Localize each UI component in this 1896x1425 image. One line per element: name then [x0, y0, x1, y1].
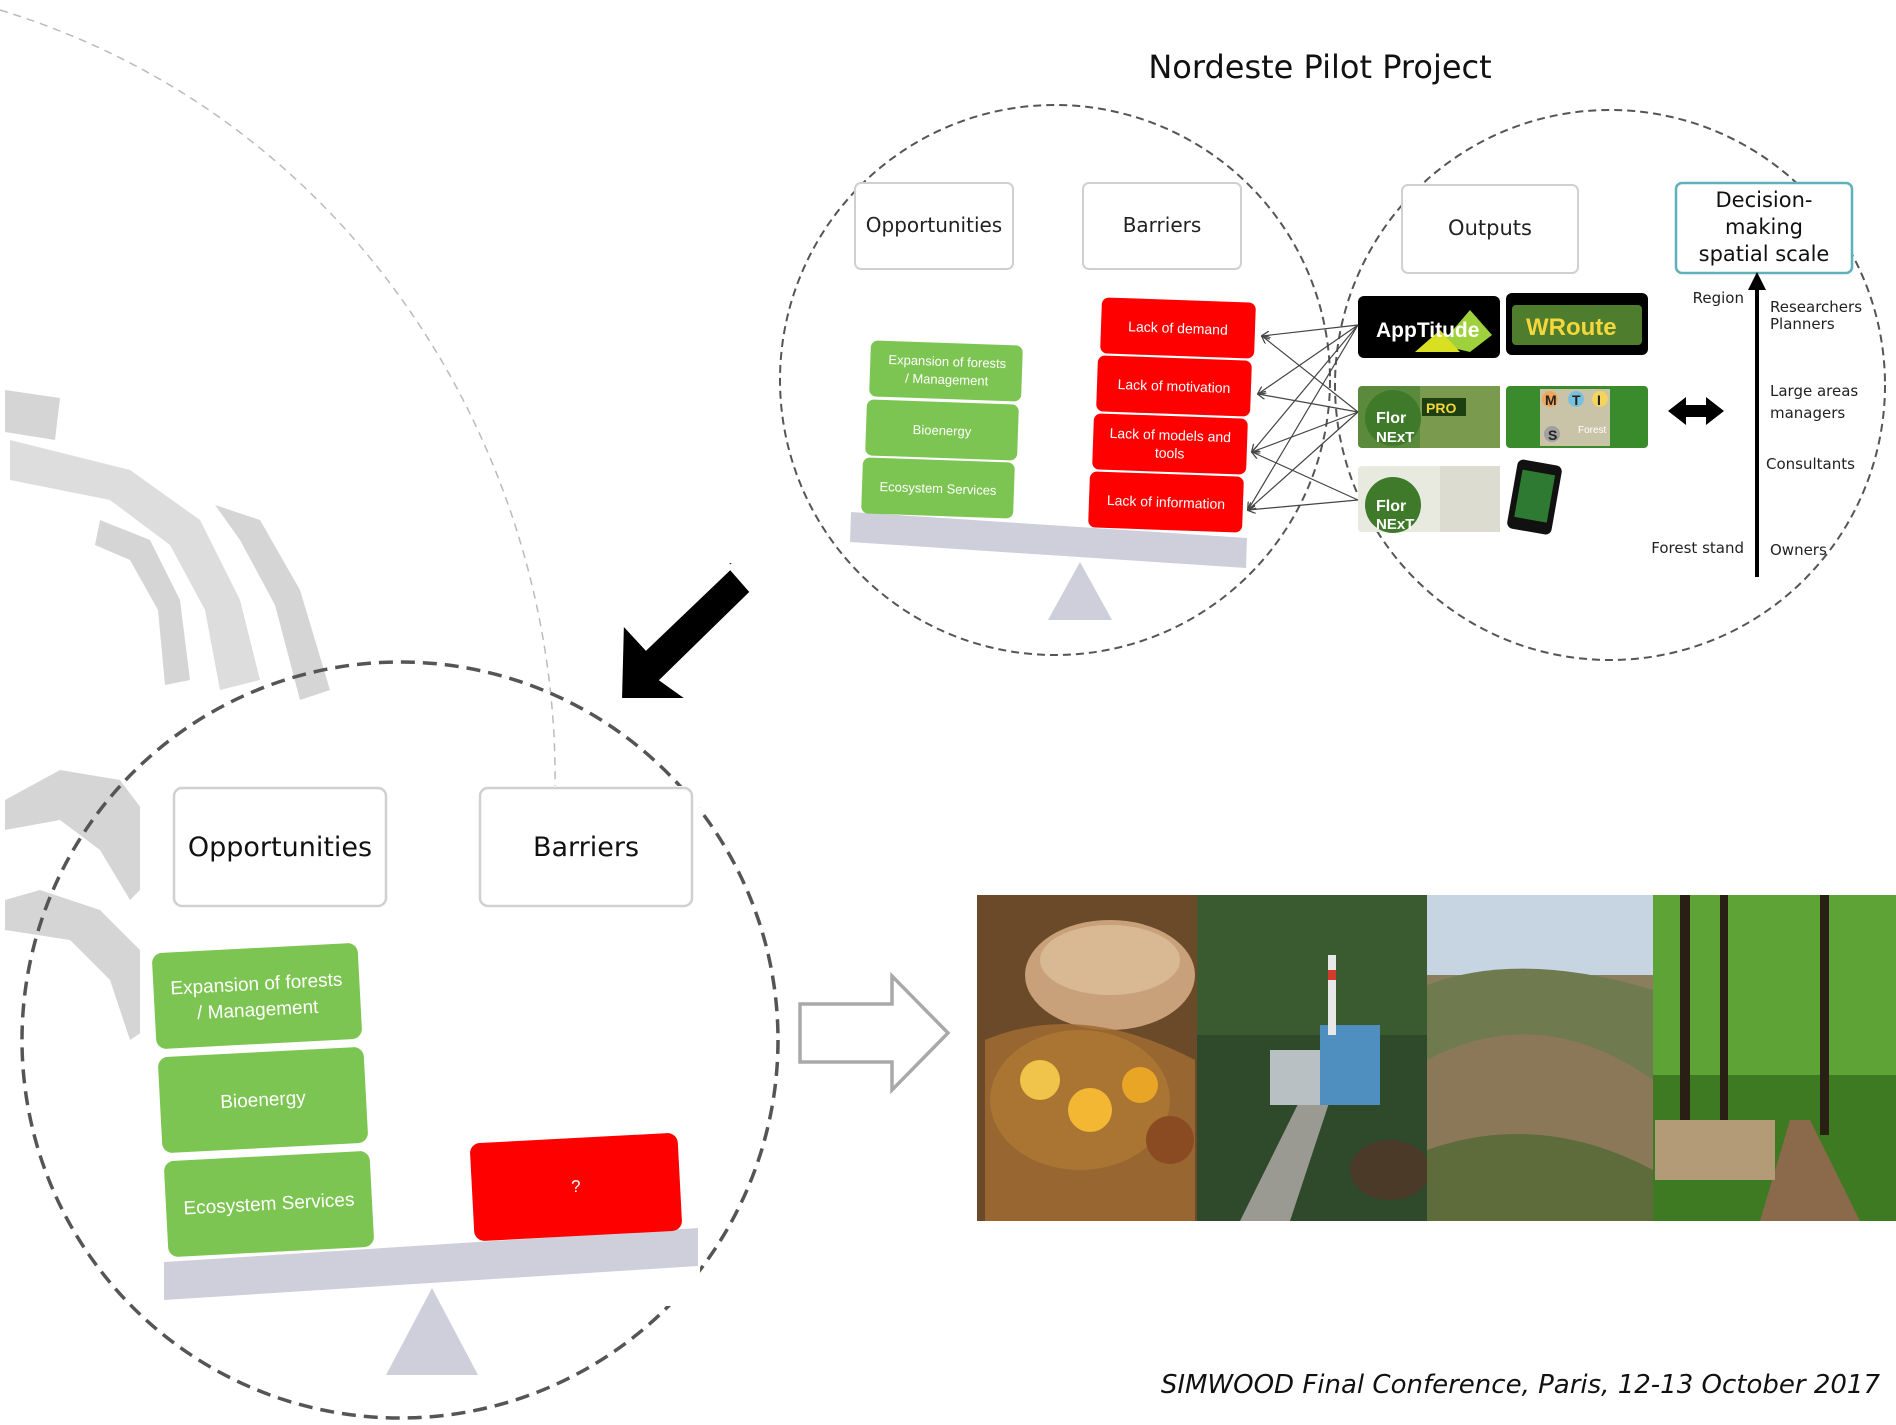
svg-text:Flor: Flor: [1376, 498, 1406, 515]
top-green-block-2: [865, 399, 1019, 461]
svg-text:Forest: Forest: [1578, 425, 1607, 436]
bottom-barriers-box: [478, 786, 694, 908]
scale-axis-arrowhead: [1748, 272, 1766, 290]
background-logo-watermark: [5, 390, 330, 1040]
top-green-text-3: Ecosystem Services: [879, 479, 997, 498]
top-barriers-box: [1082, 182, 1242, 270]
top-red-text-4: Lack of information: [1107, 492, 1226, 512]
top-red-text-3b: tools: [1155, 444, 1185, 461]
bottom-barriers-label: Barriers: [533, 832, 639, 863]
top-right-circle: [1334, 109, 1886, 661]
footer-caption: SIMWOOD Final Conference, Paris, 12-13 O…: [1160, 1370, 1880, 1400]
bottom-circle: [20, 660, 780, 1420]
top-green-block-3: [861, 457, 1015, 519]
top-balance-beam: [850, 512, 1247, 568]
axis-managers-label: managers: [1770, 404, 1845, 422]
flornext-pro-logo: Flor NExT PRO: [1358, 386, 1500, 448]
bottom-green-block-2: [158, 1047, 368, 1153]
top-red-text-3a: Lack of models and: [1109, 425, 1231, 445]
bottom-green-block-1: [152, 943, 362, 1049]
axis-region-label: Region: [1693, 289, 1744, 307]
bottom-red-block: [470, 1133, 682, 1241]
top-green-text-2: Bioenergy: [912, 422, 972, 439]
top-green-block-1: [869, 340, 1023, 402]
top-balance-fulcrum: [1048, 562, 1112, 620]
apptitude-logo: AppTitude: [1358, 296, 1500, 358]
hillside-forest-photo: [1427, 895, 1653, 1221]
page-title: Nordeste Pilot Project: [1148, 48, 1492, 86]
decision-scale-line3: spatial scale: [1699, 242, 1830, 266]
decision-scale-line2: making: [1725, 215, 1803, 239]
mti-forest-logo: M T I S Forest: [1506, 386, 1648, 448]
top-barriers-label: Barriers: [1123, 213, 1202, 237]
mobile-app-icon: [1507, 459, 1562, 535]
svg-text:WRoute: WRoute: [1526, 314, 1617, 341]
background-arc: [0, 9, 556, 791]
svg-text:NExT: NExT: [1376, 429, 1414, 446]
bottom-balance-beam: [164, 1228, 698, 1300]
tool-barrier-connectors: [1248, 324, 1359, 510]
wroute-logo: WRoute: [1506, 293, 1648, 355]
top-opportunities-box: [854, 182, 1014, 270]
decision-scale-line1: Decision-: [1716, 188, 1813, 212]
top-green-text-1a: Expansion of forests: [888, 352, 1007, 371]
outputs-label: Outputs: [1448, 216, 1532, 240]
top-barrier-blocks: Lack of demand Lack of motivation Lack o…: [1088, 297, 1256, 533]
svg-text:NExT: NExT: [1376, 516, 1414, 533]
axis-large-areas-label: Large areas: [1770, 382, 1858, 400]
big-down-left-arrow: [617, 557, 755, 702]
top-green-text-1b: / Management: [905, 371, 989, 389]
axis-planners-label: Planners: [1770, 315, 1835, 333]
top-opportunities-label: Opportunities: [866, 213, 1002, 237]
svg-text:Flor: Flor: [1376, 410, 1406, 427]
bottom-red-block-text: ?: [571, 1177, 581, 1196]
bottom-green-text-2: Bioenergy: [220, 1088, 307, 1113]
axis-researchers-label: Researchers: [1770, 298, 1862, 316]
svg-text:M: M: [1545, 392, 1557, 408]
top-left-circle: [779, 104, 1331, 656]
bottom-opportunities-box: [172, 786, 388, 908]
svg-text:T: T: [1572, 392, 1581, 408]
svg-text:I: I: [1597, 392, 1601, 408]
bottom-opportunities-label: Opportunities: [188, 832, 372, 863]
axis-forest-stand-label: Forest stand: [1651, 539, 1744, 557]
top-opportunity-blocks: Expansion of forests / Management Bioene…: [861, 340, 1023, 519]
bioenergy-plant-photo: [1197, 895, 1430, 1221]
mushroom-basket-photo: [977, 895, 1197, 1221]
svg-text:AppTitude: AppTitude: [1376, 319, 1479, 342]
svg-text:PRO: PRO: [1426, 400, 1456, 416]
bottom-balance-fulcrum: [386, 1288, 478, 1375]
outputs-box: [1401, 184, 1579, 274]
double-arrow-icon: [1668, 397, 1724, 425]
top-red-text-1: Lack of demand: [1128, 318, 1228, 337]
axis-consultants-label: Consultants: [1766, 455, 1855, 473]
axis-owners-label: Owners: [1770, 541, 1827, 559]
flornext-logo: Flor NExT: [1358, 466, 1500, 533]
top-red-text-2: Lack of motivation: [1117, 376, 1230, 396]
svg-text:S: S: [1548, 427, 1557, 443]
decision-scale-box: [1674, 181, 1854, 275]
hollow-right-arrow: [798, 971, 951, 1095]
bottom-green-block-3: [164, 1151, 374, 1257]
forest-road-photo: [1653, 895, 1896, 1221]
